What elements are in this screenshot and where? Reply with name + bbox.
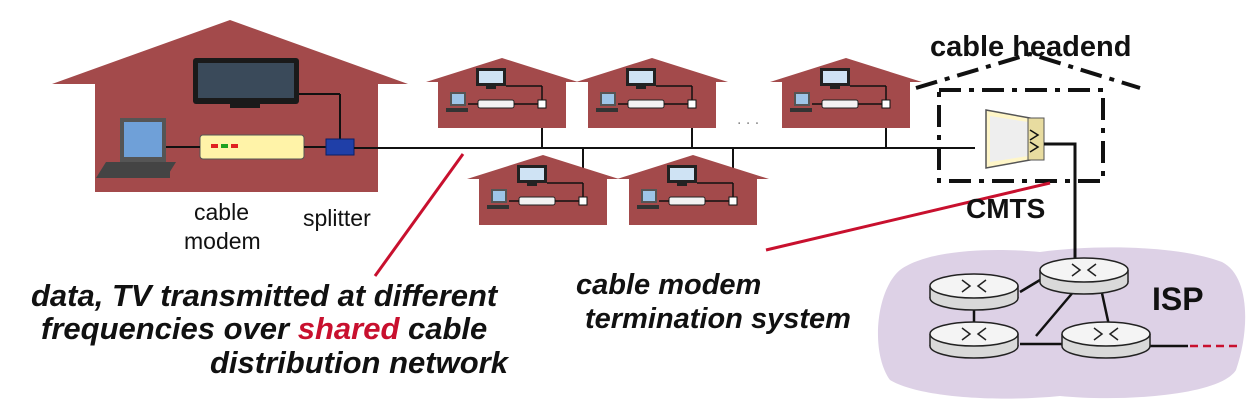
router-icon xyxy=(1039,257,1129,295)
house-icon xyxy=(425,57,579,129)
house-icon xyxy=(769,57,923,129)
headend-outline xyxy=(915,51,1141,183)
isp-label: ISP xyxy=(1152,281,1204,317)
pointer-line xyxy=(765,181,1051,252)
headend-label: cable headend xyxy=(930,31,1131,63)
cable-modem-label-line1: cable xyxy=(194,199,249,225)
cmts-description-line2: termination system xyxy=(585,303,851,335)
cmts-description-line1: cable modem xyxy=(576,269,761,301)
router-icon xyxy=(929,273,1019,311)
router-icon xyxy=(929,321,1019,359)
house-icon xyxy=(575,57,729,129)
note-line1: data, TV transmitted at different xyxy=(31,278,499,313)
router-icon xyxy=(1061,321,1151,359)
pointer-line xyxy=(373,153,465,277)
splitter-label: splitter xyxy=(303,205,371,231)
cmts-icon xyxy=(985,109,1045,169)
splitter-icon xyxy=(325,138,355,156)
house-icon xyxy=(616,154,770,226)
house-icon xyxy=(466,154,620,226)
cable-modem-label-line2: modem xyxy=(184,228,261,254)
note-line2-start: frequencies over xyxy=(41,311,298,346)
cmts-label: CMTS xyxy=(966,193,1045,224)
ellipsis: . . . xyxy=(737,111,759,128)
cable-modem-icon xyxy=(199,134,305,160)
note-line2-end: cable xyxy=(399,311,487,346)
computer-icon xyxy=(96,118,176,178)
note-line2: frequencies over shared cable xyxy=(41,311,487,346)
tv-icon xyxy=(193,58,299,108)
note-shared-word: shared xyxy=(298,311,401,346)
note-line3: distribution network xyxy=(210,345,510,380)
